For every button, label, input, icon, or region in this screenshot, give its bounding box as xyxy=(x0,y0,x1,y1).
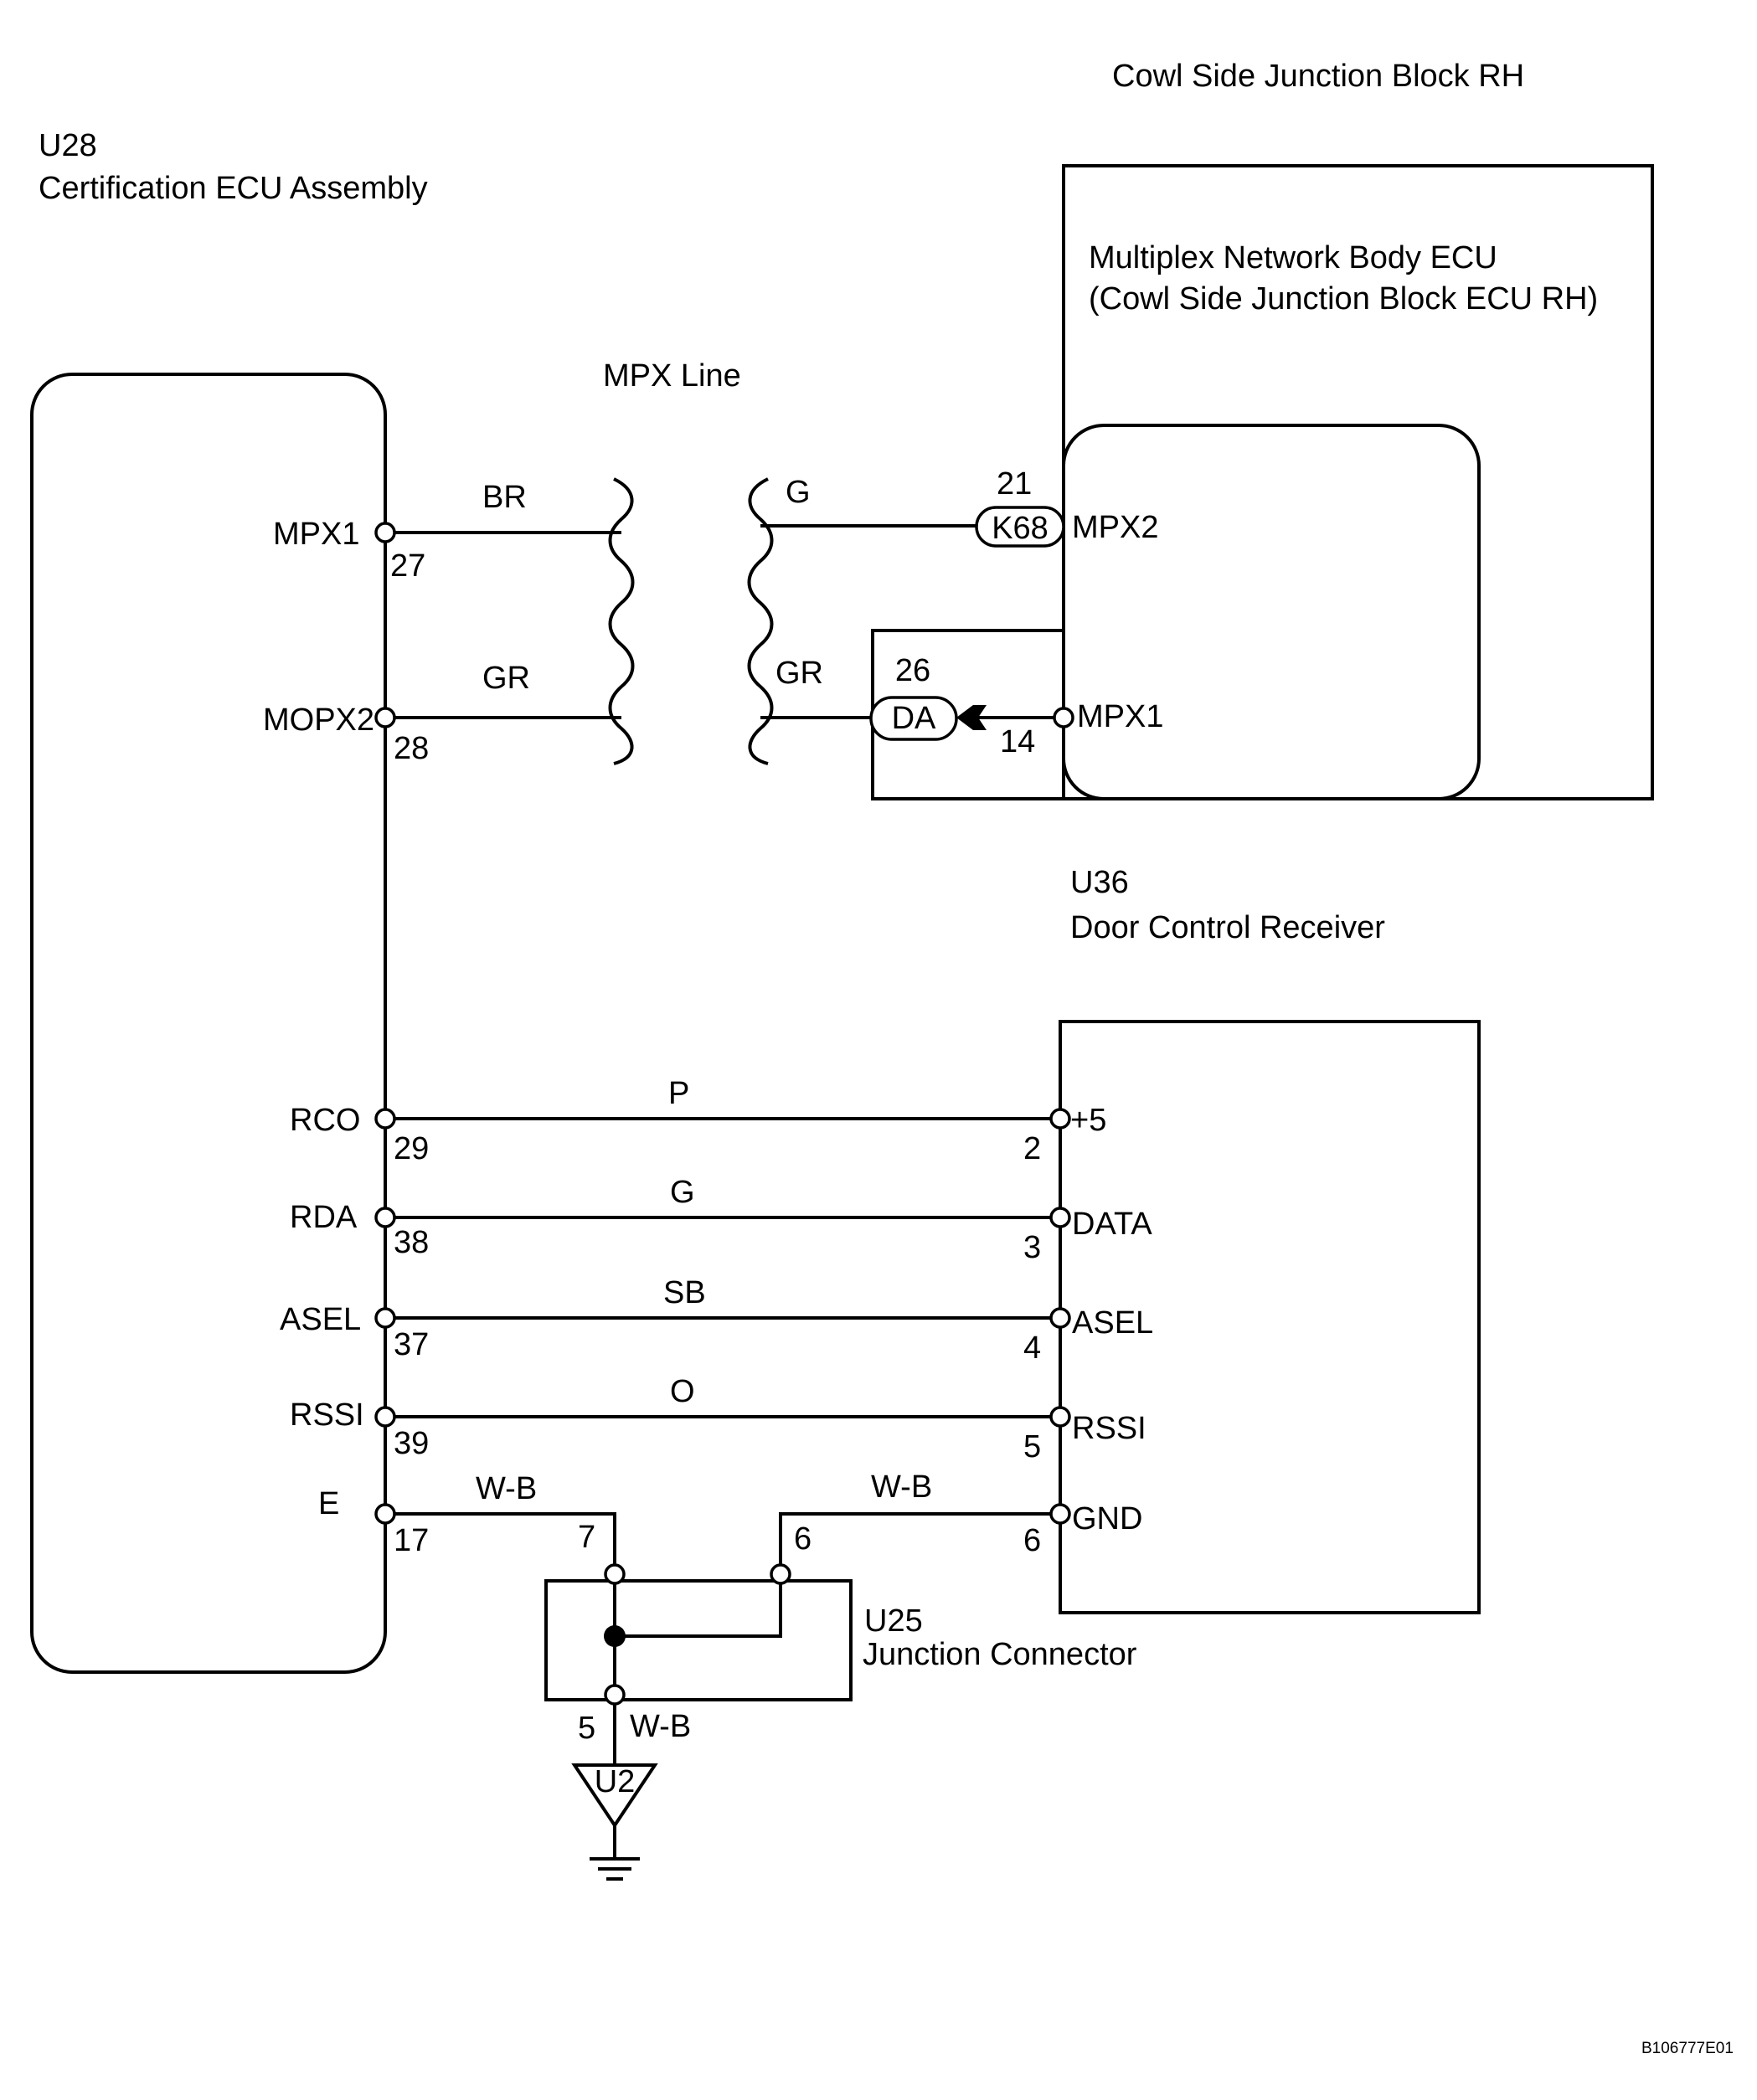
cert-pin-name-rco: RCO xyxy=(290,1103,360,1138)
mpx-ecu-terminal-mpx1 xyxy=(1053,707,1074,728)
receiver-pin-name-asel: ASEL xyxy=(1072,1305,1153,1341)
wire-color-mopx2-left: GR xyxy=(482,661,530,696)
da-pin-number: 26 xyxy=(895,653,930,688)
cert-terminal-asel xyxy=(374,1307,396,1329)
door-receiver-name: Door Control Receiver xyxy=(1070,910,1385,945)
cert-pin-name-rda: RDA xyxy=(290,1200,358,1235)
cert-pin-name-rssi: RSSI xyxy=(290,1397,364,1433)
junction-pin-6: 6 xyxy=(794,1521,812,1557)
mpx-ecu-pin-name-mpx1: MPX1 xyxy=(1077,699,1163,734)
wire-color-rco: P xyxy=(668,1076,689,1111)
certification-ecu-box xyxy=(30,373,387,1674)
cert-terminal-mpx1 xyxy=(374,522,396,543)
wire-color-asel: SB xyxy=(663,1275,706,1310)
cert-ecu-name: Certification ECU Assembly xyxy=(39,171,428,206)
wire-color-rssi: O xyxy=(670,1374,695,1409)
receiver-terminal-gnd xyxy=(1049,1503,1071,1525)
k68-connector xyxy=(975,506,1065,548)
junction-name: Junction Connector xyxy=(863,1637,1137,1672)
cert-pin-num-17: 17 xyxy=(394,1523,429,1558)
cert-ecu-code: U28 xyxy=(39,128,97,163)
receiver-pin-num-3: 3 xyxy=(1023,1230,1041,1265)
wire-break-left xyxy=(608,477,635,765)
ground-point-label: U2 xyxy=(595,1764,636,1799)
cert-pin-num-28: 28 xyxy=(394,731,429,766)
door-receiver-code: U36 xyxy=(1070,865,1129,900)
cert-pin-num-37: 37 xyxy=(394,1327,429,1362)
ground-point-triangle xyxy=(571,1763,658,1829)
junction-terminal-7 xyxy=(604,1563,626,1585)
receiver-pin-name-plus5: +5 xyxy=(1070,1103,1106,1138)
cert-pin-num-29: 29 xyxy=(394,1131,429,1166)
receiver-pin-num-2: 2 xyxy=(1023,1131,1041,1166)
wire-color-gnd: W-B xyxy=(871,1469,932,1505)
receiver-pin-name-gnd: GND xyxy=(1072,1501,1142,1536)
wire-color-mpx1-right: GR xyxy=(775,656,823,691)
receiver-pin-num-5: 5 xyxy=(1023,1429,1041,1464)
mpx-ecu-pin-name-mpx2: MPX2 xyxy=(1072,510,1158,545)
junction-connector-box xyxy=(544,1579,853,1701)
wire-gnd-to-junction xyxy=(779,1512,1060,1581)
receiver-terminal-data xyxy=(1049,1207,1071,1228)
cert-pin-name-mpx1: MPX1 xyxy=(273,517,359,552)
wire-e-to-junction xyxy=(385,1512,616,1581)
cert-pin-num-27: 27 xyxy=(390,548,425,584)
receiver-pin-name-rssi: RSSI xyxy=(1072,1411,1146,1446)
cert-terminal-rda xyxy=(374,1207,396,1228)
junction-terminal-6 xyxy=(770,1563,791,1585)
cert-pin-num-38: 38 xyxy=(394,1225,429,1260)
receiver-terminal-rssi xyxy=(1049,1406,1071,1428)
da-connector xyxy=(869,696,958,741)
junction-splice-dot xyxy=(604,1625,626,1647)
receiver-pin-name-data: DATA xyxy=(1072,1207,1152,1242)
receiver-pin-num-4: 4 xyxy=(1023,1331,1041,1366)
receiver-terminal-asel xyxy=(1049,1307,1071,1329)
mpx-ecu-pin-num-14: 14 xyxy=(1000,724,1035,759)
cert-pin-name-asel: ASEL xyxy=(280,1302,361,1337)
wire-color-mpx2-right: G xyxy=(786,475,811,510)
wire-color-e: W-B xyxy=(476,1471,537,1506)
da-arrow-icon xyxy=(956,705,987,730)
figure-code: B106777E01 xyxy=(1641,2040,1734,2057)
mpx-ecu-title-line1: Multiplex Network Body ECU xyxy=(1089,240,1497,275)
mpx-ecu-title-line2: (Cowl Side Junction Block ECU RH) xyxy=(1089,281,1598,317)
cert-terminal-rco xyxy=(374,1108,396,1130)
cert-terminal-rssi xyxy=(374,1406,396,1428)
cert-pin-num-39: 39 xyxy=(394,1426,429,1461)
cert-terminal-e xyxy=(374,1503,396,1525)
multiplex-network-ecu-box xyxy=(1062,424,1481,800)
cert-pin-name-e: E xyxy=(318,1486,339,1521)
da-label: DA xyxy=(892,701,936,736)
receiver-terminal-plus5 xyxy=(1049,1108,1071,1130)
wire-color-rda: G xyxy=(670,1175,695,1210)
junction-inner-horizontal xyxy=(615,1581,782,1638)
receiver-pin-num-6: 6 xyxy=(1023,1523,1041,1558)
wire-color-ground: W-B xyxy=(630,1709,691,1744)
k68-label: K68 xyxy=(992,511,1049,546)
junction-pin-7: 7 xyxy=(578,1520,595,1555)
mpx-ecu-pin-num-21: 21 xyxy=(997,466,1032,502)
wire-break-right xyxy=(747,477,774,765)
junction-terminal-5 xyxy=(604,1684,626,1706)
cert-pin-name-mopx2: MOPX2 xyxy=(263,703,374,738)
junction-pin-5: 5 xyxy=(578,1711,595,1746)
wire-color-mpx1-left: BR xyxy=(482,480,527,515)
mpx-line-label: MPX Line xyxy=(603,358,741,394)
cert-terminal-mopx2 xyxy=(374,707,396,728)
junction-code: U25 xyxy=(864,1603,923,1639)
cowl-block-title: Cowl Side Junction Block RH xyxy=(1112,59,1524,94)
